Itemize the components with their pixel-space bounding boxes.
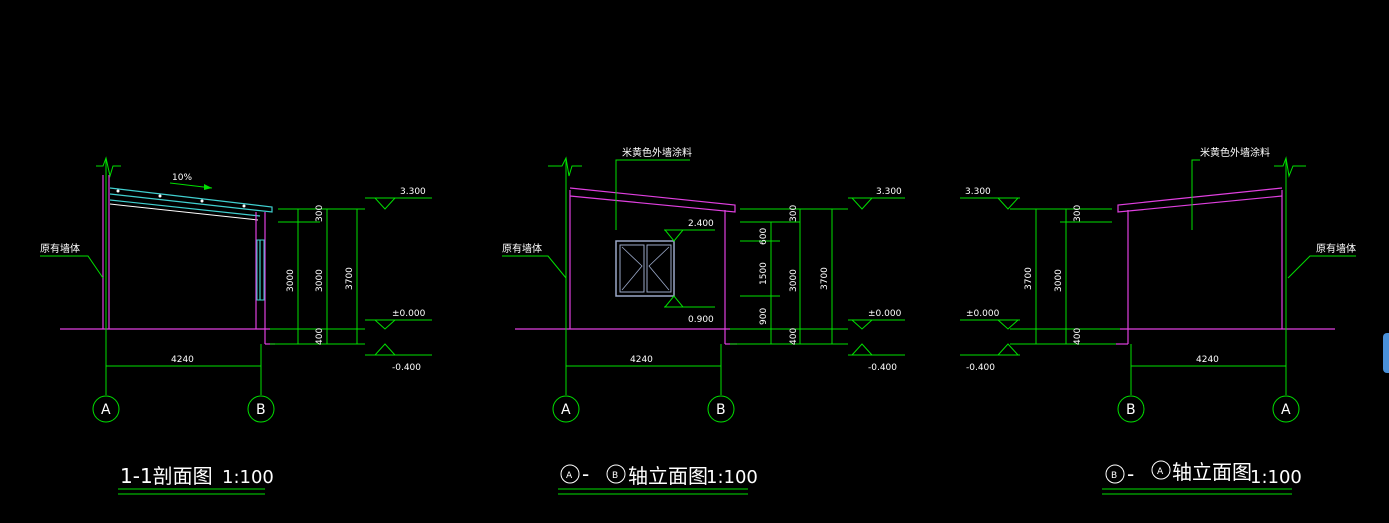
level-bottom: -0.400 (966, 363, 995, 373)
bolt-mark (200, 199, 204, 203)
drawing-title: 轴立面图 (628, 464, 708, 488)
drawing-title: 轴立面图 (1172, 460, 1252, 484)
width-dim: 4240 (630, 355, 653, 365)
drawing-title: 1-1剖面图 (120, 464, 213, 488)
axis-label: A (561, 402, 571, 418)
wall-label: 原有墙体 (40, 242, 80, 255)
dim-text: 3000 (286, 269, 296, 292)
break-mark (548, 156, 582, 177)
level-mark (850, 343, 874, 356)
title-axis-bubble (560, 464, 580, 484)
axis-bubble-a (552, 395, 580, 423)
level-top: 3.300 (965, 187, 991, 197)
level-bottom: -0.400 (392, 363, 421, 373)
drawing-scale: 1:100 (222, 467, 274, 488)
level-zero: ±0.000 (392, 309, 426, 319)
axis-bubble-a (92, 395, 120, 423)
title-axis: A (1157, 467, 1164, 477)
break-mark (96, 156, 121, 178)
dim-text: 300 (1073, 205, 1083, 222)
axis-label: A (1281, 402, 1291, 418)
dim-text: 3700 (1024, 267, 1034, 290)
dim-text: 900 (759, 308, 769, 325)
roof-slab (109, 187, 273, 213)
slope-arrowhead (204, 184, 212, 190)
wall-label: 原有墙体 (502, 242, 542, 255)
axis-label: B (256, 402, 266, 418)
dim-text: 400 (789, 328, 799, 345)
axis-bubble-b (707, 395, 735, 423)
break-mark (1274, 156, 1306, 178)
title-axis-bubble (1151, 460, 1171, 480)
title-axis: A (566, 471, 573, 481)
elevation-b-a: 米黄色外墙涂料 原有墙体 300 3700 3000 400 3.300 ±0.… (960, 146, 1356, 495)
level-mark (996, 319, 1020, 330)
roof-edge (1117, 187, 1283, 213)
section-1-1: 10% 原有墙体 300 3000 3000 3700 400 3.300 ±0… (40, 156, 432, 495)
level-zero: ±0.000 (966, 309, 1000, 319)
title-dash: - (582, 462, 589, 486)
wall-label: 原有墙体 (1316, 242, 1356, 255)
window (615, 240, 675, 297)
bolt-mark (158, 194, 162, 198)
title-axis-bubble (606, 464, 626, 484)
level-mark (996, 343, 1020, 356)
axis-label: A (101, 402, 111, 418)
bolt-mark (116, 189, 120, 193)
paint-label: 米黄色外墙涂料 (622, 146, 692, 159)
level-mark (996, 197, 1020, 210)
side-panel-tab[interactable] (1383, 333, 1389, 373)
level-mark (850, 197, 874, 210)
dim-text: 3700 (820, 267, 830, 290)
level-bottom: -0.400 (868, 363, 897, 373)
width-dim: 4240 (1196, 355, 1219, 365)
drawing-scale: 1:100 (706, 467, 758, 488)
axis-label: B (716, 402, 726, 418)
roof-beam (109, 199, 261, 217)
title-axis-bubble (1105, 464, 1125, 484)
dim-text: 300 (315, 205, 325, 222)
dim-text: 3000 (1054, 269, 1064, 292)
dim-text: 3700 (345, 267, 355, 290)
roof-beam (109, 203, 259, 221)
wall-leader (1287, 255, 1356, 279)
level-mark (373, 197, 397, 210)
level-mark (373, 343, 397, 356)
axis-bubble-b (1117, 395, 1145, 423)
paint-leader (1191, 159, 1200, 230)
elevation-a-b: 2.400 0.900 米黄色外墙涂料 原有墙体 300 600 1500 90… (502, 146, 905, 495)
dim-text: 300 (789, 205, 799, 222)
width-dim: 4240 (171, 355, 194, 365)
title-axis: B (612, 471, 618, 481)
level-top: 3.300 (400, 187, 426, 197)
dim-text: 600 (759, 228, 769, 245)
dim-text: 1500 (759, 262, 769, 285)
level-zero: ±0.000 (868, 309, 902, 319)
dim-text: 3000 (315, 269, 325, 292)
slope-label: 10% (172, 173, 192, 183)
level-mark (663, 229, 685, 242)
axis-bubble-b (247, 395, 275, 423)
title-dash: - (1127, 462, 1134, 486)
roof-edge (569, 187, 736, 213)
wall-leader (502, 255, 567, 279)
wall-leader (40, 255, 104, 279)
title-axis: B (1111, 471, 1117, 481)
dim-text: 3000 (789, 269, 799, 292)
paint-label: 米黄色外墙涂料 (1200, 146, 1270, 159)
level-mark (663, 295, 685, 308)
level-win-top: 2.400 (688, 219, 714, 229)
level-mark (850, 319, 874, 330)
axis-label: B (1126, 402, 1136, 418)
level-top: 3.300 (876, 187, 902, 197)
bolt-mark (242, 204, 246, 208)
drawing-scale: 1:100 (1250, 467, 1302, 488)
dim-text: 400 (1073, 328, 1083, 345)
level-mark (373, 319, 397, 330)
level-win-bottom: 0.900 (688, 315, 714, 325)
dim-text: 400 (315, 328, 325, 345)
paint-leader (615, 159, 690, 230)
axis-bubble-a (1272, 395, 1300, 423)
